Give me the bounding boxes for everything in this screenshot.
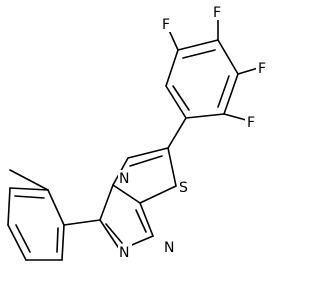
- atom-label-f3: F: [256, 60, 270, 77]
- atom-label-f1: F: [160, 16, 174, 33]
- atom-label-n3: N: [163, 239, 177, 256]
- atom-label-f4: F: [245, 114, 259, 131]
- svg-text:F: F: [247, 115, 255, 131]
- svg-text:F: F: [258, 61, 266, 77]
- methyl-bond: [9, 169, 49, 191]
- thiadiazole-ring: [112, 147, 177, 204]
- triazole-ring: [99, 184, 154, 251]
- tolyl-link-bond: [63, 219, 101, 226]
- aryl-link-bond: [167, 117, 187, 149]
- svg-text:N: N: [164, 240, 174, 256]
- svg-text:N: N: [119, 171, 129, 187]
- svg-text:F: F: [162, 17, 170, 33]
- tetrafluorophenyl-ring: [165, 39, 239, 119]
- atom-label-n2: N: [118, 244, 132, 261]
- atom-label-n1: N: [118, 170, 132, 187]
- atom-label-s1: S: [177, 179, 191, 196]
- svg-text:F: F: [213, 5, 221, 21]
- svg-text:S: S: [179, 180, 188, 196]
- svg-text:N: N: [119, 245, 129, 261]
- atom-label-f2: F: [211, 4, 225, 21]
- structure-diagram: F F F F N N N S: [7, 4, 270, 261]
- tolyl-ring: [7, 187, 65, 261]
- fluorine-bonds: [167, 17, 259, 121]
